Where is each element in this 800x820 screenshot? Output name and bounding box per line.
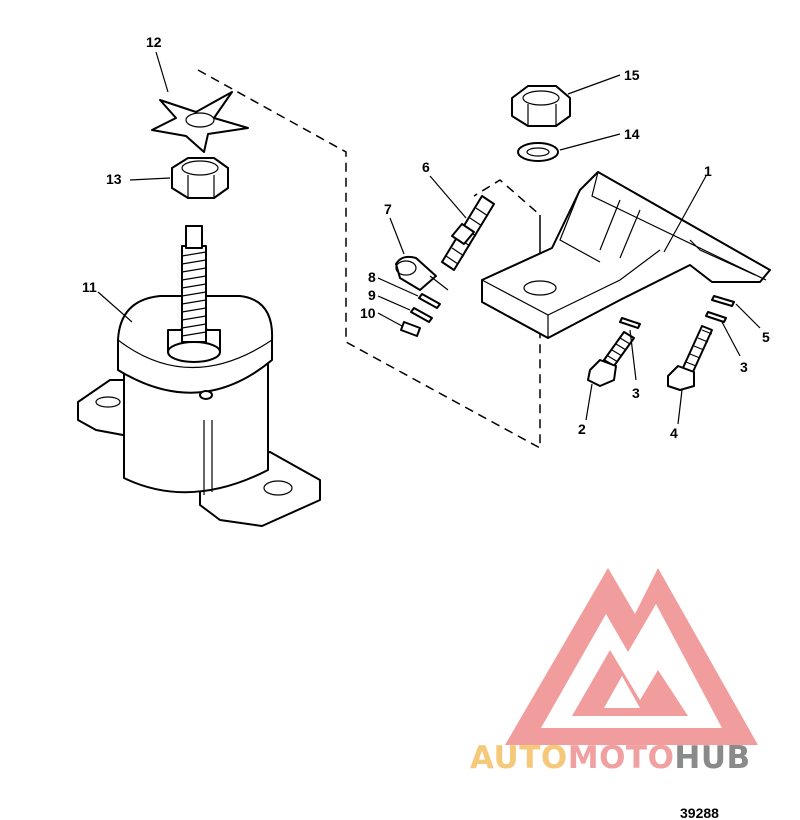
part-2-bolt: [587, 331, 635, 387]
callout-12: 12: [146, 34, 162, 50]
callout-8: 8: [368, 269, 376, 285]
figure-number: 39288: [680, 805, 719, 820]
part-9-pin: [410, 307, 433, 323]
part-12-tab-washer: [151, 91, 249, 153]
part-3-shim-a: [619, 317, 641, 329]
part-8-pin: [418, 293, 441, 309]
part-7-spacer: [395, 255, 449, 291]
leader-lines: [97, 51, 761, 425]
watermark-auto: AUTO: [470, 740, 568, 776]
part-11-engine-mount: [77, 225, 321, 527]
callout-9: 9: [368, 287, 376, 303]
watermark-text: AUTOMOTOHUB: [470, 740, 751, 776]
watermark-logo: [505, 568, 758, 745]
callout-1: 1: [704, 163, 712, 179]
watermark-hub: HUB: [674, 740, 750, 776]
callout-2: 2: [578, 421, 586, 437]
watermark-moto: MOTO: [568, 740, 675, 776]
part-4-bolt: [667, 325, 713, 391]
callout-3: 3: [740, 359, 748, 375]
callout-6: 6: [422, 159, 430, 175]
callout-4: 4: [670, 425, 678, 441]
callout-14: 14: [624, 126, 640, 142]
callout-10: 10: [360, 305, 376, 321]
part-15-hex-nut: [511, 85, 571, 127]
callout-11: 11: [82, 279, 97, 295]
part-6-stud: [441, 195, 495, 271]
callout-7: 7: [384, 201, 392, 217]
part-1-bracket: [481, 171, 771, 339]
part-14-lock-washer: [517, 142, 559, 162]
callout-13: 13: [106, 171, 122, 187]
part-3-shim-b: [705, 311, 727, 323]
part-10-sleeve: [400, 321, 421, 337]
callout-15: 15: [624, 67, 640, 83]
callout-5: 5: [762, 329, 770, 345]
callout-3: 3: [632, 385, 640, 401]
part-13-hex-nut: [171, 157, 229, 199]
part-5-shim: [711, 295, 735, 307]
